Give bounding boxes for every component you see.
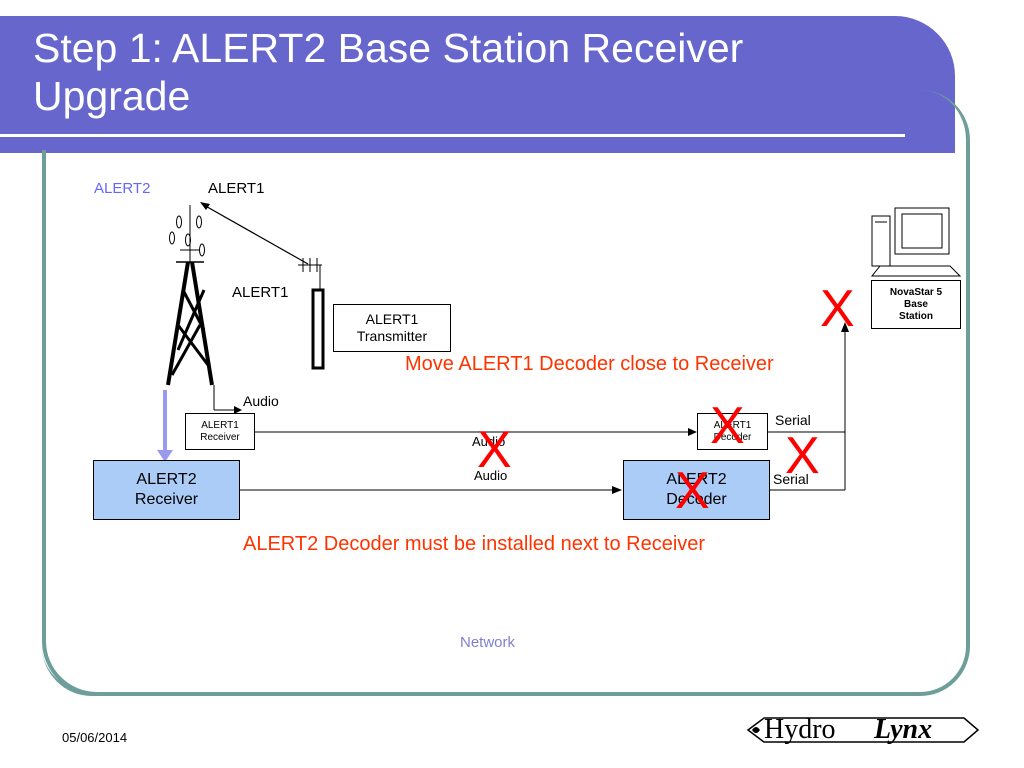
tower-alert1-label: ALERT1 <box>208 180 265 197</box>
novastar-base-station-box: NovaStar 5 Base Station <box>871 280 961 329</box>
content-frame <box>42 90 970 696</box>
alert2-receiver-line-1: ALERT2 <box>136 471 197 488</box>
note-move-decoder: Move ALERT1 Decoder close to Receiver <box>405 353 774 375</box>
tower-alert2-label: ALERT2 <box>94 180 151 197</box>
decoder-audio-label-2: Audio <box>474 468 508 483</box>
alert1-transmitter-box: ALERT1 Transmitter <box>333 304 451 352</box>
transmitter-antenna-icon <box>298 258 325 370</box>
alert1-decoder-line-2: Decoder <box>713 431 752 443</box>
alert2-receiver-box: ALERT2 Receiver <box>93 460 240 520</box>
alert1-decoder-box: ALERT1 Decoder <box>697 413 768 450</box>
note-install-decoder: ALERT2 Decoder must be installed next to… <box>243 533 706 555</box>
serial-label-1: Serial <box>775 412 811 428</box>
receiver-audio-label: Audio <box>243 393 279 409</box>
x-mark-base-station: X <box>820 280 855 338</box>
radio-link-line <box>201 203 309 265</box>
logo-text-hydro: Hydro <box>764 714 836 745</box>
tower-icon <box>166 205 214 386</box>
network-label: Network <box>460 634 516 651</box>
x-mark-alert1-decoder: X <box>710 397 745 455</box>
transmitter-antenna-label: ALERT1 <box>232 284 289 301</box>
alert2-decoder-line-2: Decoder <box>666 491 727 508</box>
computer-icon <box>870 207 962 277</box>
serial-label-2: Serial <box>773 471 809 487</box>
base-station-line-2: Base <box>904 298 928 310</box>
title-bar <box>0 16 955 153</box>
footer-date: 05/06/2014 <box>62 730 128 745</box>
alert2-decoder-box: ALERT2 Decoder <box>623 460 770 520</box>
transmitter-line-1: ALERT1 <box>365 311 419 327</box>
alert2-decoder-line-1: ALERT2 <box>666 471 727 488</box>
alert1-receiver-line-1: ALERT1 <box>201 419 239 431</box>
decoder-audio-label-1: Audio <box>472 434 506 449</box>
alert2-feed-arrowhead <box>157 450 173 462</box>
alert2-receiver-line-2: Receiver <box>134 491 199 508</box>
base-station-line-3: Station <box>899 310 933 322</box>
hydrolynx-logo: Hydro Lynx <box>742 712 982 748</box>
x-mark-alert2-decoder: X <box>675 462 710 520</box>
alert1-decoder-line-1: ALERT1 <box>713 419 752 431</box>
logo-frame-icon <box>746 717 980 743</box>
x-mark-serial: X <box>785 427 820 485</box>
logo-text-lynx: Lynx <box>874 714 933 745</box>
x-mark-alert1-audio: X <box>477 421 512 479</box>
title-line-1: Step 1: ALERT2 Base Station Receiver <box>33 25 744 71</box>
title-underline <box>0 134 905 137</box>
base-station-line-1: NovaStar 5 <box>889 286 943 298</box>
transmitter-line-2: Transmitter <box>356 328 428 344</box>
radio-link-arrowhead <box>200 202 210 210</box>
alert1-receiver-box: ALERT1 Receiver <box>185 413 255 450</box>
slide-title: Step 1: ALERT2 Base Station Receiver Upg… <box>33 24 913 120</box>
alert1-receiver-line-2: Receiver <box>200 431 240 443</box>
